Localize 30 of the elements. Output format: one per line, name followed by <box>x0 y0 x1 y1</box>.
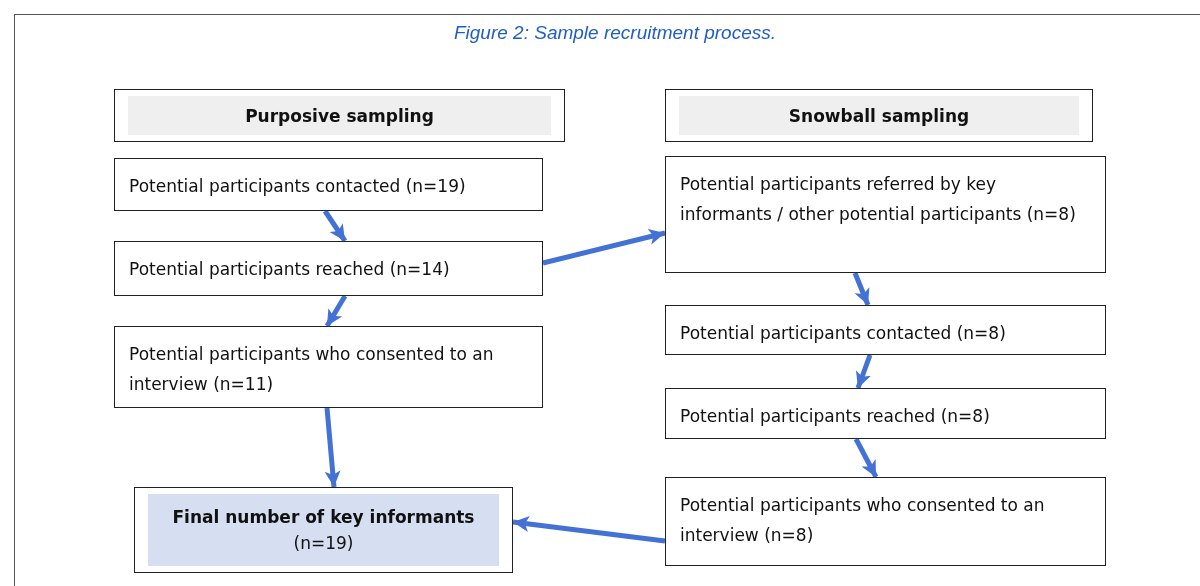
arrow <box>324 294 348 328</box>
process-box <box>114 326 543 408</box>
box-text: Potential participants reached (n=8) <box>680 405 991 428</box>
section-header-box <box>665 89 1093 142</box>
box-text: Potential participants who consented to an interview (n=11) <box>129 343 495 396</box>
box-text: Potential participants referred by key informants / other potential participants (n=8) <box>680 173 1077 226</box>
arrow <box>852 272 871 306</box>
process-box <box>665 156 1106 273</box>
box-heading: Purposive sampling <box>245 105 434 126</box>
arrow <box>855 354 873 389</box>
box-text: Potential participants contacted (n=19) <box>129 175 467 198</box>
box-text: (n=19) <box>293 533 354 553</box>
box-heading: Final number of key informants <box>172 507 475 527</box>
box-heading: Snowball sampling <box>788 105 970 126</box>
process-box <box>665 477 1106 566</box>
result-box <box>134 487 513 573</box>
process-box <box>665 305 1106 355</box>
box-text: Potential participants contacted (n=8) <box>680 322 1007 345</box>
arrow <box>324 407 341 488</box>
arrow <box>322 209 348 243</box>
process-box <box>114 158 543 211</box>
section-header-box <box>114 89 565 142</box>
arrow <box>512 516 666 544</box>
arrow <box>542 229 666 266</box>
process-box <box>665 388 1106 439</box>
figure-title: Figure 2: Sample recruitment process. <box>452 22 778 44</box>
process-box <box>114 241 543 296</box>
box-text: Potential participants reached (n=14) <box>129 258 451 281</box>
arrow <box>853 437 879 479</box>
box-text: Potential participants who consented to an interview (n=8) <box>680 494 1046 547</box>
